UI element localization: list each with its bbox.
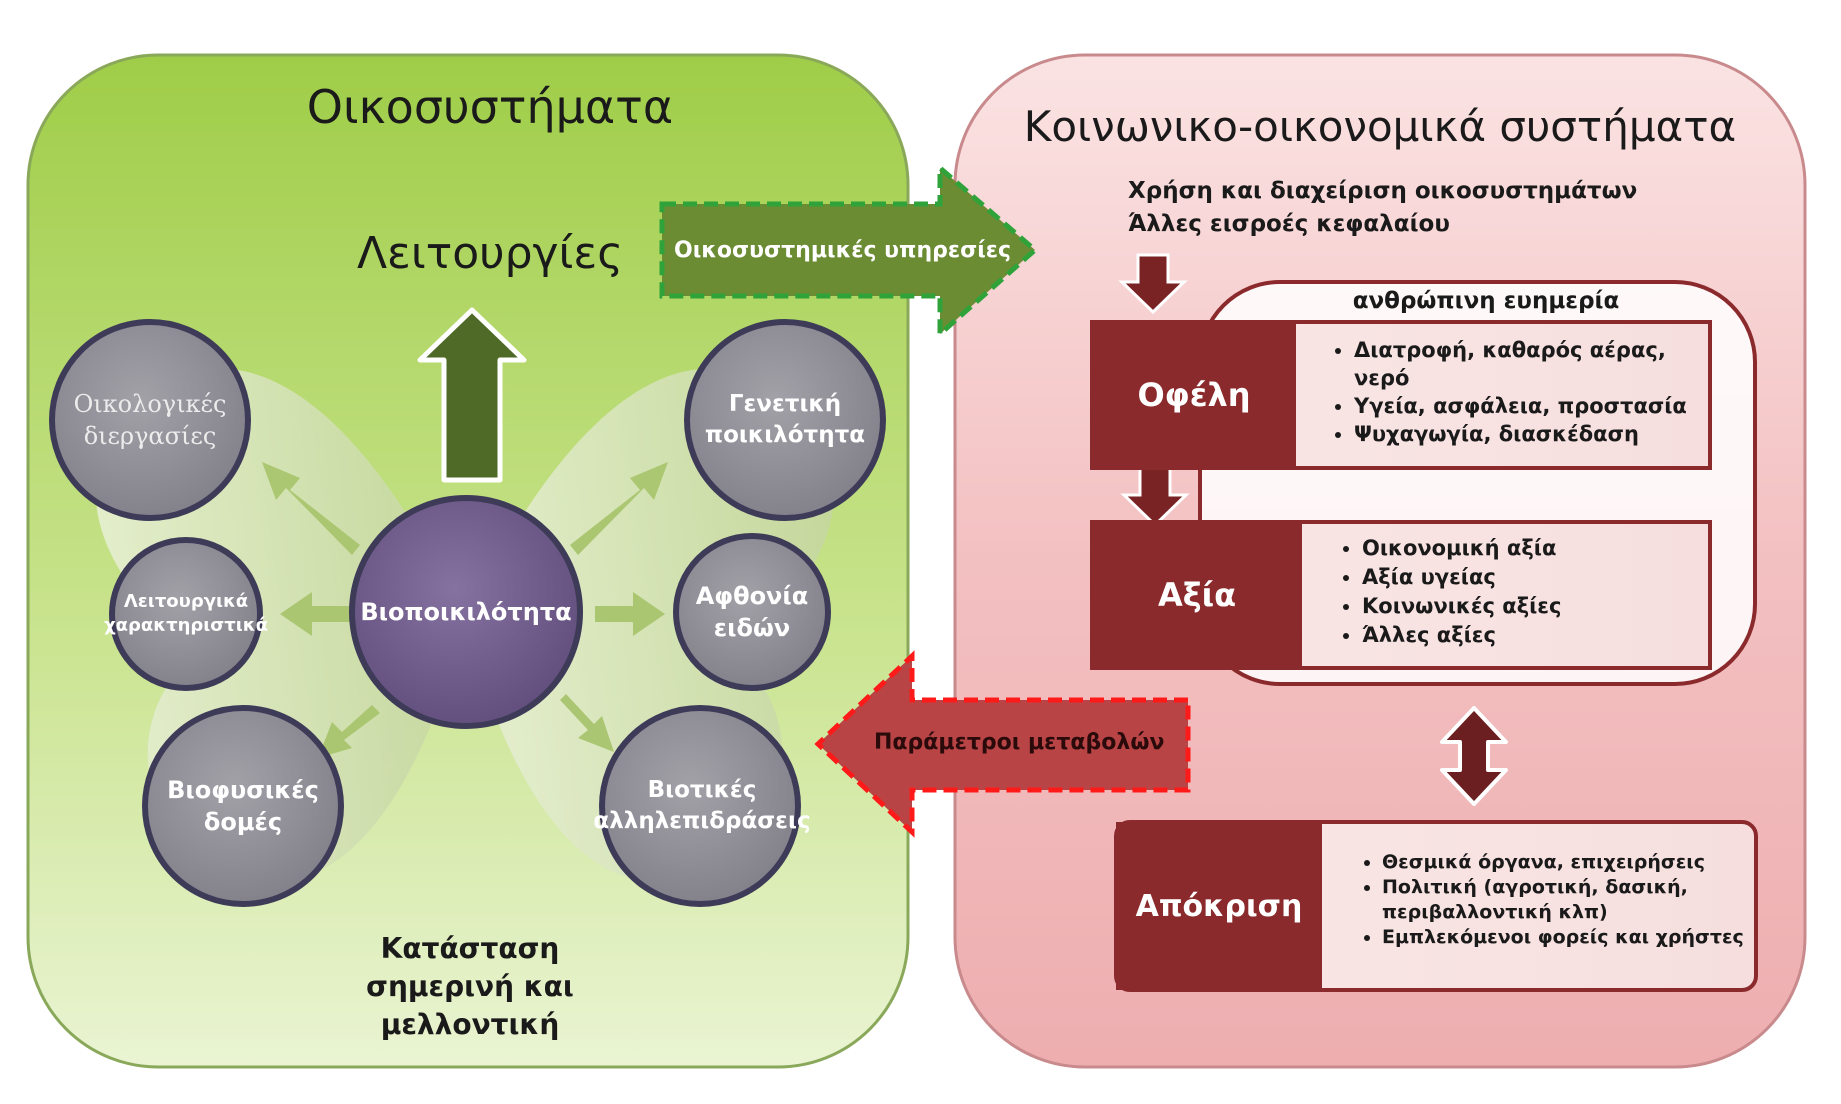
ecosystems-title: Οικοσυστήματα: [306, 80, 674, 134]
benefits-label: Οφέλη: [1137, 376, 1251, 414]
benefits-label-box: [1092, 322, 1296, 468]
circle-label-species-abundance: Αφθονία ειδών: [695, 581, 809, 642]
circle-label-functional-traits: Λειτουργικά χαρακτηριστικά: [104, 590, 268, 636]
response-item: Θεσμικά όργανα, επιχειρήσεις: [1382, 850, 1762, 875]
benefits-list: Διατροφή, καθαρός αέρας, νερόΥγεία, ασφά…: [1330, 336, 1714, 448]
response-label: Απόκριση: [1135, 888, 1303, 924]
circle-ecological-processes: [49, 319, 251, 521]
inputs-text: Χρήση και διαχείριση οικοσυστημάτων Άλλε…: [1128, 175, 1688, 241]
inputs-line2: Άλλες εισροές κεφαλαίου: [1128, 211, 1450, 237]
response-item: Εμπλεκόμενοι φορείς και χρήστες: [1382, 925, 1762, 950]
value-item: Κοινωνικές αξίες: [1362, 592, 1722, 621]
state-label-line2: σημερινή και μελλοντική: [366, 970, 574, 1041]
circle-biodiversity: [349, 495, 583, 729]
circle-label-ecological-processes: Οικολογικές διεργασίες: [73, 389, 227, 450]
ecosystem-services-arrow: [659, 162, 1039, 340]
inputs-down-arrow: [1118, 253, 1188, 315]
value-label-box: [1092, 522, 1302, 668]
value-response-double-arrow: [1440, 706, 1508, 806]
circle-label-genetic-diversity: Γενετική ποικιλότητα: [704, 390, 866, 448]
benefits-to-value-arrow: [1120, 466, 1190, 528]
response-item: Πολιτική (αγροτική, δασική, περιβαλλοντι…: [1382, 875, 1762, 925]
circle-genetic-diversity: [684, 319, 886, 521]
value-item: Άλλες αξίες: [1362, 621, 1722, 650]
circle-label-biodiversity: Βιοποικιλότητα: [360, 597, 572, 626]
state-label: Κατάσταση σημερινή και μελλοντική: [280, 930, 660, 1044]
benefits-item: Διατροφή, καθαρός αέρας, νερό: [1354, 336, 1714, 392]
response-label-box: [1116, 822, 1322, 990]
benefits-item: Ψυχαγωγία, διασκέδαση: [1354, 420, 1714, 448]
value-item: Οικονομική αξία: [1362, 534, 1722, 563]
value-list: Οικονομική αξίαΑξία υγείαςΚοινωνικές αξί…: [1338, 534, 1722, 650]
wellbeing-label: ανθρώπινη ευημερία: [1352, 288, 1620, 314]
value-label: Αξία: [1157, 576, 1237, 614]
socioeconomic-title: Κοινωνικο-οικονομικά συστήματα: [1023, 102, 1737, 151]
functions-up-arrow: [417, 307, 527, 483]
circle-label-biophysical-structures: Βιοφυσικές δομές: [167, 775, 319, 836]
state-label-line1: Κατάσταση: [380, 932, 560, 965]
drivers-of-change-label: Παράμετροι μεταβολών: [874, 730, 1165, 755]
inputs-line1: Χρήση και διαχείριση οικοσυστημάτων: [1128, 178, 1638, 204]
circle-biotic-interactions: [599, 705, 801, 907]
drivers-of-change-arrow: [814, 650, 1191, 838]
ecosystem-services-label: Οικοσυστημικές υπηρεσίες: [674, 238, 1012, 263]
circle-biophysical-structures: [142, 705, 344, 907]
response-list: Θεσμικά όργανα, επιχειρήσειςΠολιτική (αγ…: [1358, 850, 1762, 950]
circle-species-abundance: [673, 533, 831, 691]
circle-label-biotic-interactions: Βιοτικές αλληλεπιδράσεις: [593, 776, 811, 834]
radial-arrows: [262, 462, 668, 758]
circle-functional-traits: [109, 537, 263, 691]
benefits-item: Υγεία, ασφάλεια, προστασία: [1354, 392, 1714, 420]
value-item: Αξία υγείας: [1362, 563, 1722, 592]
functions-label: Λειτουργίες: [356, 228, 624, 279]
